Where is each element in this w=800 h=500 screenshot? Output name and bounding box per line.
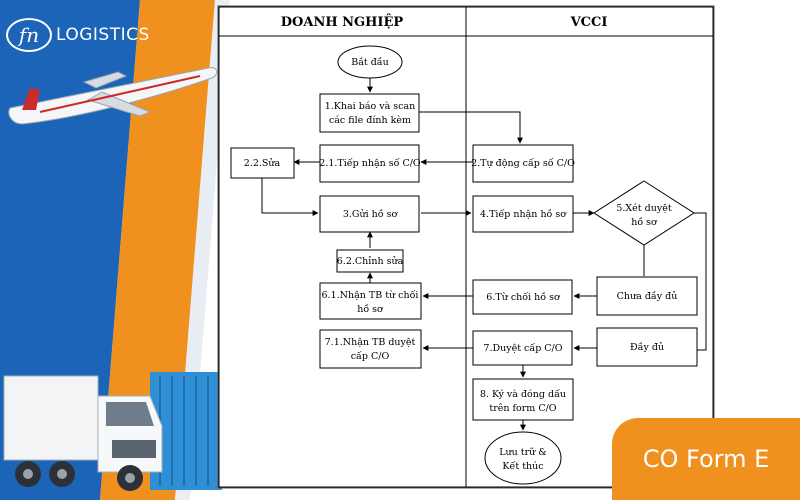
node-61 bbox=[319, 282, 422, 320]
label-1-line1: 1.Khai báo và scan bbox=[325, 101, 416, 112]
label-5-line2: hồ sơ bbox=[631, 217, 658, 228]
company-logo: fn LOGISTICS bbox=[6, 18, 150, 52]
label-8-line1: 8. Ký và đóng dấu bbox=[480, 389, 566, 400]
label-4: 4.Tiếp nhận hồ sơ bbox=[480, 209, 567, 220]
node-7 bbox=[472, 330, 573, 366]
label-7: 7.Duyệt cấp C/O bbox=[483, 343, 562, 354]
logo-text: LOGISTICS bbox=[56, 25, 150, 45]
label-1-line2: các file đính kèm bbox=[329, 115, 411, 126]
badge-title: CO Form E bbox=[642, 445, 770, 473]
label-start: Bắt đầu bbox=[351, 56, 389, 68]
node-5-decision bbox=[593, 180, 695, 246]
node-2 bbox=[472, 144, 574, 183]
airplane-illustration bbox=[8, 67, 218, 125]
node-8 bbox=[472, 378, 574, 421]
label-5-line1: 5.Xét duyệt bbox=[616, 203, 671, 214]
label-62: 6.2.Chỉnh sửa bbox=[337, 256, 404, 267]
node-6 bbox=[472, 279, 573, 315]
node-71 bbox=[319, 329, 422, 369]
lane-header-vcci: VCCI bbox=[570, 15, 608, 30]
node-4 bbox=[472, 195, 574, 233]
label-incomplete: Chưa đầy đủ bbox=[617, 291, 678, 302]
node-end bbox=[484, 431, 562, 485]
node-complete bbox=[596, 327, 698, 367]
node-1 bbox=[319, 93, 420, 133]
swimlane-frame bbox=[218, 6, 714, 488]
label-61-line2: hồ sơ bbox=[357, 304, 384, 315]
label-71-line2: cấp C/O bbox=[351, 351, 390, 362]
node-start bbox=[337, 45, 403, 79]
arrow-22-to-3 bbox=[261, 178, 319, 216]
blue-band bbox=[0, 0, 140, 500]
label-6: 6.Từ chối hồ sơ bbox=[486, 292, 561, 303]
logo-mark: fn bbox=[6, 18, 52, 52]
label-complete: Đầy đủ bbox=[630, 342, 664, 353]
form-badge: CO Form E bbox=[612, 418, 800, 500]
node-22 bbox=[230, 147, 295, 179]
arrow-1-to-2 bbox=[419, 111, 523, 144]
label-end-line2: Kết thúc bbox=[502, 461, 543, 472]
label-2: 2.Tự động cấp số C/O bbox=[471, 158, 575, 169]
label-61-line1: 6.1.Nhận TB từ chối bbox=[322, 290, 419, 301]
label-22: 2.2.Sửa bbox=[244, 158, 281, 169]
node-3 bbox=[319, 195, 420, 233]
label-21: 2.1.Tiếp nhận số C/O bbox=[319, 158, 421, 169]
label-71-line1: 7.1.Nhận TB duyệt bbox=[325, 337, 416, 348]
node-21 bbox=[319, 144, 420, 183]
label-end-line1: Lưu trữ & bbox=[499, 447, 547, 458]
lane-header-enterprise: DOANH NGHIỆP bbox=[281, 14, 404, 30]
connectors bbox=[261, 78, 707, 431]
line-5-to-complete bbox=[694, 212, 707, 351]
node-62 bbox=[336, 249, 404, 273]
label-8-line2: trên form C/O bbox=[489, 403, 556, 414]
label-3: 3.Gửi hồ sơ bbox=[343, 209, 399, 220]
truck-illustration bbox=[3, 375, 163, 491]
orange-band bbox=[100, 0, 215, 500]
node-incomplete bbox=[596, 276, 698, 316]
